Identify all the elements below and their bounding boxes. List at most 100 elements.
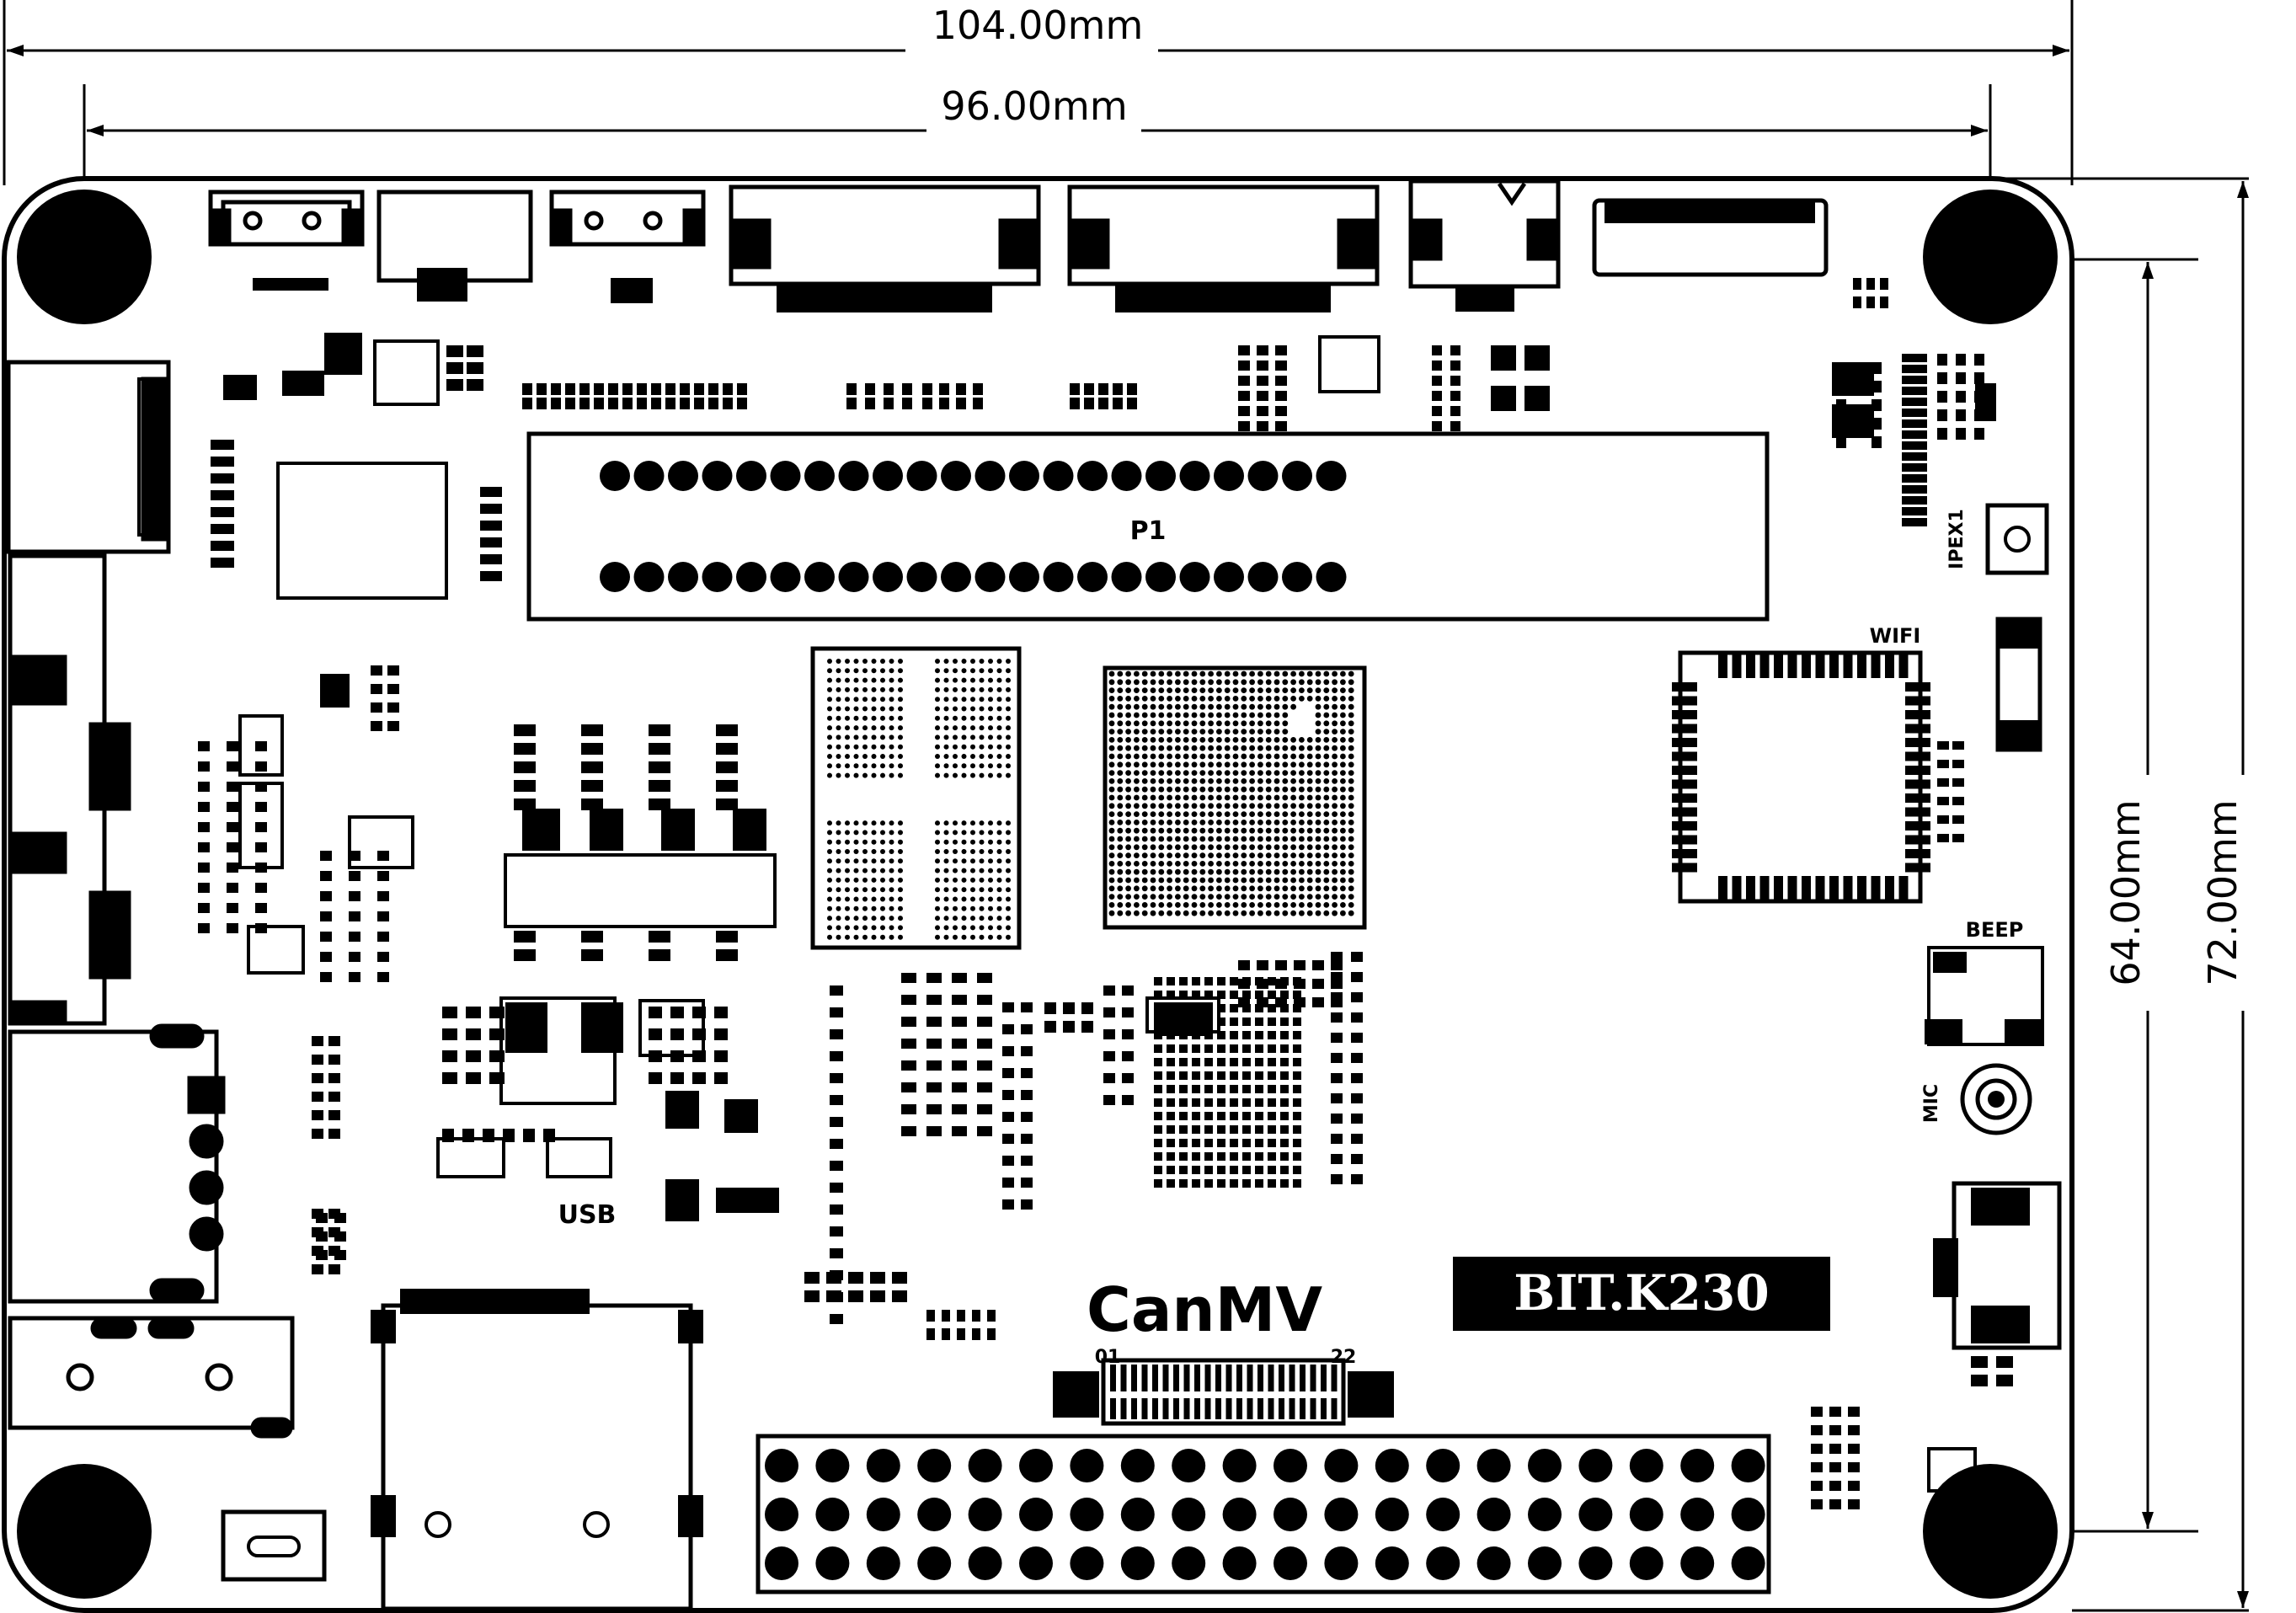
- dram-ball: [898, 772, 903, 778]
- soc-ball: [1125, 861, 1131, 867]
- ic-outline: [247, 925, 305, 975]
- soc-ball: [1323, 811, 1330, 817]
- passive-pad: [312, 1129, 323, 1139]
- soc-ball: [1199, 811, 1206, 817]
- dram-ball: [836, 887, 841, 893]
- passive-pad: [926, 1126, 942, 1136]
- dram-ball: [970, 706, 975, 712]
- dram-ball: [827, 734, 832, 740]
- passive-pad: [1103, 1095, 1115, 1105]
- soc-ball: [1134, 877, 1140, 884]
- soc-ball: [1290, 794, 1296, 801]
- passive-pad: [442, 1050, 457, 1062]
- dram-ball: [836, 725, 841, 731]
- passive-pad: [1242, 1139, 1251, 1147]
- soc-ball: [1150, 712, 1156, 718]
- soc-ball: [1340, 803, 1346, 809]
- soc-ball: [1273, 861, 1280, 867]
- soc-ball: [1290, 770, 1296, 776]
- board-outline: [2, 176, 2074, 1613]
- passive-pad: [514, 761, 536, 773]
- passive-pad: [227, 782, 238, 792]
- passive-pad: [1331, 952, 1343, 962]
- soc-ball: [1141, 868, 1148, 875]
- header-p1-pin: [1145, 461, 1176, 491]
- soc-ball: [1117, 745, 1124, 751]
- dram-ball: [898, 820, 903, 826]
- soc-ball: [1348, 852, 1354, 858]
- soc-ball: [1282, 861, 1289, 867]
- soc-ball: [1306, 902, 1313, 908]
- soc-ball: [1141, 712, 1148, 718]
- dram-ball: [862, 916, 868, 921]
- passive-pad: [1268, 1058, 1276, 1066]
- soc-ball: [1265, 794, 1272, 801]
- passive-pad: [1179, 1058, 1188, 1066]
- soc-ball: [1290, 703, 1296, 710]
- passive-pad: [328, 1264, 340, 1274]
- soc-ball: [1134, 712, 1140, 718]
- ffc-pin: [1194, 1398, 1200, 1419]
- dram-ball: [845, 877, 850, 883]
- soc-ball: [1208, 703, 1214, 710]
- dram-ball: [898, 934, 903, 940]
- passive-pad: [1242, 1071, 1251, 1080]
- passive-pad: [902, 383, 912, 395]
- soc-ball: [1340, 820, 1346, 825]
- soc-ball: [1332, 778, 1338, 784]
- passive-pad: [1280, 1152, 1289, 1161]
- dram-ball: [943, 916, 949, 921]
- soc-ball: [1150, 902, 1156, 908]
- passive-pad: [952, 1082, 967, 1092]
- dram-ball: [871, 763, 877, 769]
- dram-ball: [880, 772, 885, 778]
- passive-pad: [952, 1060, 967, 1071]
- soc-ball: [1108, 703, 1115, 710]
- soc-ball: [1125, 786, 1131, 793]
- soc-ball: [1191, 820, 1198, 825]
- passive-pad: [1242, 1031, 1251, 1039]
- soc-ball: [1216, 861, 1222, 867]
- passive-pad: [1167, 1152, 1175, 1161]
- soc-ball: [1265, 786, 1272, 793]
- passive-pad: [1293, 1179, 1301, 1188]
- passive-pad: [1312, 960, 1324, 970]
- soc-ball: [1332, 885, 1338, 892]
- passive-pad: [522, 398, 532, 409]
- soc-ball: [1232, 910, 1239, 916]
- passive-pad: [1450, 391, 1460, 401]
- dram-ball: [943, 734, 949, 740]
- soc-ball: [1134, 861, 1140, 867]
- soc-ball: [1208, 770, 1214, 776]
- soc-ball: [1224, 885, 1231, 892]
- ffc-connector-pins: [1110, 1365, 1338, 1419]
- passive-pad: [1242, 1125, 1251, 1134]
- soc-ball: [1175, 794, 1181, 801]
- passive-pad: [922, 398, 932, 409]
- passive-pad: [1154, 1125, 1162, 1134]
- dram-ball: [996, 905, 1002, 911]
- dram-ball: [988, 887, 993, 893]
- passive-pad: [977, 973, 992, 983]
- soc-ball: [1108, 861, 1115, 867]
- soc-ball: [1265, 803, 1272, 809]
- passive-pad: [716, 798, 738, 810]
- dram-ball: [988, 686, 993, 692]
- dram-ball: [889, 849, 894, 854]
- bottom-header-pin: [815, 1449, 850, 1482]
- dram-ball: [953, 772, 958, 778]
- passive-pad: [480, 554, 502, 564]
- soc-ball: [1282, 852, 1289, 858]
- soc-ball: [1141, 786, 1148, 793]
- passive-pad: [1021, 1068, 1033, 1078]
- passive-pad: [830, 1226, 843, 1236]
- passive-pad: [926, 1310, 935, 1322]
- dram-ball: [880, 686, 885, 692]
- passive-pad: [1331, 1033, 1343, 1043]
- soc-ball: [1340, 753, 1346, 760]
- soc-ball: [1257, 868, 1263, 875]
- dram-ball: [935, 925, 940, 931]
- soc-ball: [1117, 770, 1124, 776]
- component-body: [733, 809, 766, 851]
- soc-ball: [1141, 778, 1148, 784]
